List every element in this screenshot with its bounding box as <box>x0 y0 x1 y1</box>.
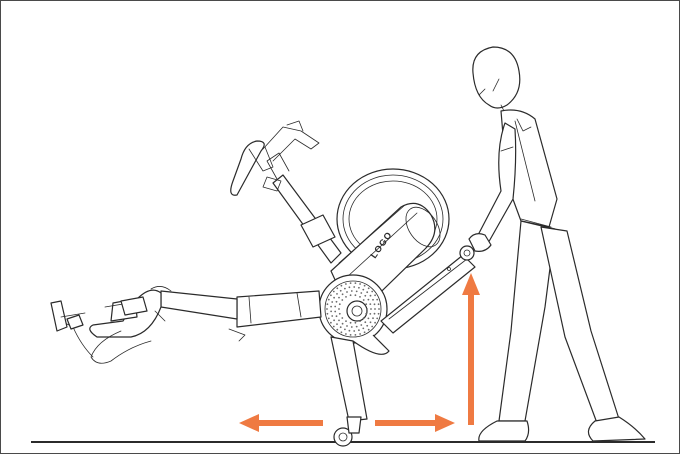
person-leg-back <box>541 227 619 423</box>
crank-disk <box>319 275 387 343</box>
seat-post <box>267 153 341 263</box>
person-head <box>473 47 520 108</box>
handlebars <box>51 286 171 363</box>
arrow-roll-right <box>375 414 455 432</box>
front-beam <box>161 291 321 341</box>
person-shoe-front <box>479 421 529 441</box>
person-shoe-back <box>588 417 645 441</box>
person-figure <box>469 47 645 441</box>
person-arm <box>477 123 516 245</box>
rear-leg <box>331 335 389 446</box>
arrow-lift-up <box>462 273 480 425</box>
exercise-bike: LOGO <box>51 121 475 446</box>
arrow-roll-left <box>239 414 323 432</box>
